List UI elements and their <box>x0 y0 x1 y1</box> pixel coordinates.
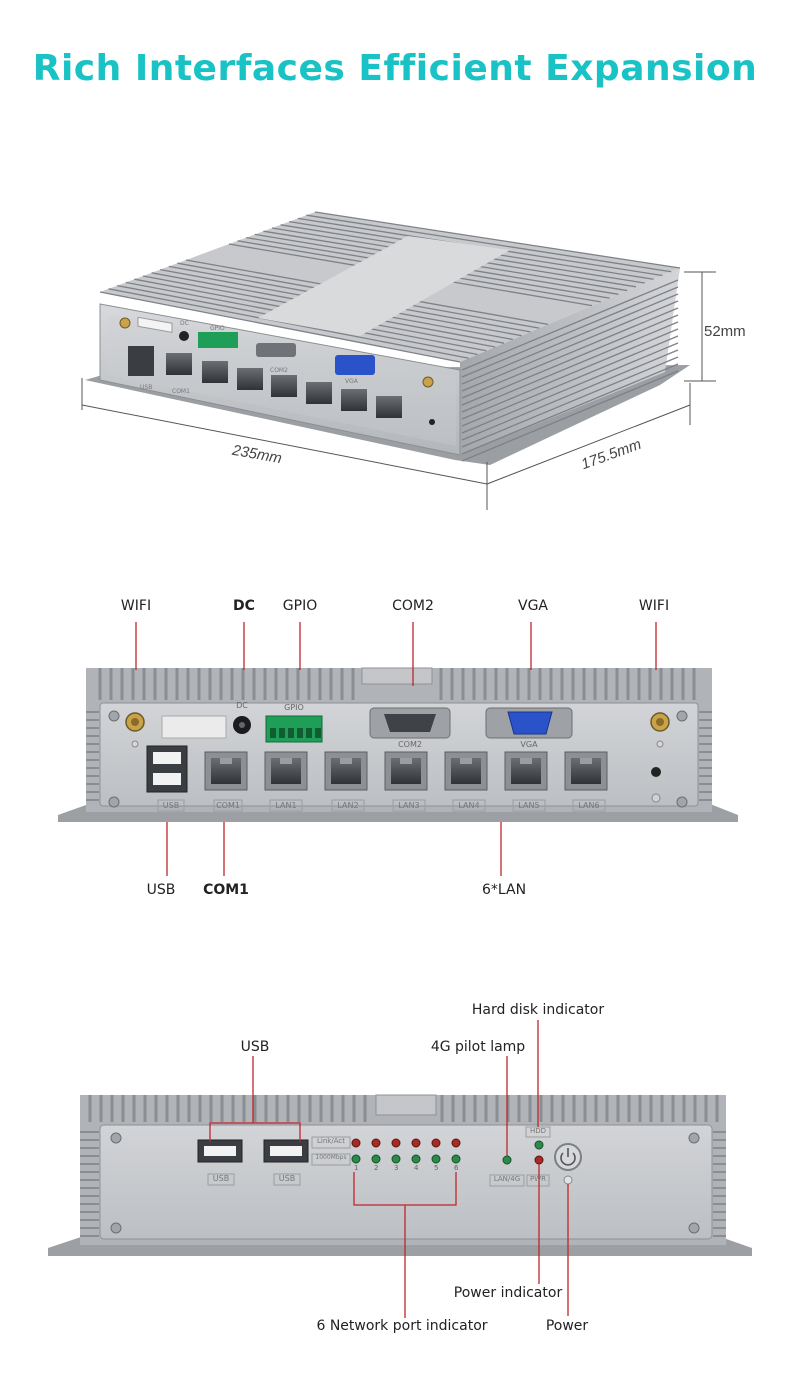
page-title: Rich Interfaces Efficient Expansion <box>32 48 758 89</box>
silk-com1-3d: COM1 <box>172 388 190 395</box>
heatsink-fin <box>306 214 672 273</box>
port-number: 2 <box>374 1164 379 1172</box>
silk-lan4g: LAN/4G <box>493 1175 521 1183</box>
label-power: Power <box>545 1318 589 1334</box>
port-number: 6 <box>454 1164 459 1172</box>
link-led <box>351 1138 361 1148</box>
label-usb-rear: USB <box>240 1039 270 1055</box>
heatsink-fin <box>461 335 679 427</box>
heatsink-fin <box>461 370 679 462</box>
label-com1: COM1 <box>203 882 249 898</box>
silk-lan2: LAN2 <box>337 801 359 810</box>
heatsink-fin <box>461 363 679 455</box>
silk-link-act: Link/Act <box>317 1137 345 1145</box>
link-led <box>451 1138 461 1148</box>
port-number: 1 <box>354 1164 359 1172</box>
label-hdd: Hard disk indicator <box>471 1002 605 1018</box>
silk-usb2: USB <box>278 1174 296 1183</box>
silk-usb: USB <box>162 801 180 810</box>
label-wifi-left: WIFI <box>120 598 152 614</box>
heatsink-fin <box>99 291 461 363</box>
rj45-latch <box>520 758 532 764</box>
silk-usb1: USB <box>212 1174 230 1183</box>
silk-lan6: LAN6 <box>578 801 600 810</box>
heatsink-fin <box>461 321 679 413</box>
label-power-indicator: Power indicator <box>453 1285 563 1301</box>
link-led <box>371 1138 381 1148</box>
port-number: 3 <box>394 1164 399 1172</box>
rj45-latch <box>280 758 292 764</box>
heatsink-fin <box>314 211 681 269</box>
label-dc: DC <box>233 598 255 614</box>
dimension-lines <box>81 271 716 510</box>
silk-gpio-3d: GPIO <box>210 325 225 332</box>
rear-panel <box>48 1020 752 1318</box>
rj45-latch <box>340 758 352 764</box>
dim-height: 52mm <box>704 323 746 340</box>
silk-hdd: HDD <box>529 1127 547 1135</box>
heatsink-fin <box>108 288 469 359</box>
label-com2: COM2 <box>392 598 434 614</box>
silk-pwr: PWR <box>529 1175 547 1183</box>
silk-lan5: LAN5 <box>518 801 540 810</box>
label-gpio: GPIO <box>282 598 318 614</box>
label-6lan: 6*LAN <box>481 882 527 898</box>
heatsink-fin <box>461 300 679 392</box>
silk-com2-3d: COM2 <box>270 367 288 374</box>
silk-lan3: LAN3 <box>398 801 420 810</box>
speed-led <box>351 1154 361 1164</box>
ports-3d <box>119 316 435 425</box>
top-plate <box>258 236 510 336</box>
label-wifi-right: WIFI <box>638 598 670 614</box>
speed-led <box>451 1154 461 1164</box>
silk-dc-3d: DC <box>180 320 189 327</box>
heatsink-fin <box>461 307 679 399</box>
silk-vga: VGA <box>520 740 538 749</box>
heatsink-fin <box>461 356 679 448</box>
label-4g: 4G pilot lamp <box>430 1039 526 1055</box>
speed-led <box>391 1154 401 1164</box>
port-number: 5 <box>434 1164 439 1172</box>
silk-com2: COM2 <box>398 740 422 749</box>
heatsink-fin <box>461 342 679 434</box>
label-net-indicator: 6 Network port indicator <box>316 1318 488 1334</box>
heatsink-fin <box>461 314 679 406</box>
rj45-latch <box>220 758 232 764</box>
link-led <box>431 1138 441 1148</box>
heatsink-fin <box>461 279 679 371</box>
silk-lan1: LAN1 <box>275 801 297 810</box>
speed-led <box>371 1154 381 1164</box>
silk-vga-3d: VGA <box>345 378 359 385</box>
silk-com1: COM1 <box>216 801 240 810</box>
silk-mbps: 1000Mbps <box>315 1154 347 1161</box>
rj45-latch <box>580 758 592 764</box>
port-number: 4 <box>414 1164 419 1172</box>
heatsink-fin <box>461 328 679 420</box>
link-led <box>391 1138 401 1148</box>
front-panel <box>58 622 738 876</box>
heatsink-fin <box>461 349 679 441</box>
silk-lan4: LAN4 <box>458 801 480 810</box>
right-heatsink <box>460 268 680 455</box>
link-led <box>411 1138 421 1148</box>
silk-usb-3d: USB <box>140 384 152 391</box>
label-usb-front: USB <box>146 882 176 898</box>
silk-gpio: GPIO <box>284 703 304 712</box>
label-vga: VGA <box>517 598 549 614</box>
rj45-latch <box>400 758 412 764</box>
heatsink-fin <box>461 293 679 385</box>
rj45-latch <box>460 758 472 764</box>
speed-led <box>411 1154 421 1164</box>
silk-dc: DC <box>236 701 248 710</box>
heatsink-fin <box>461 286 679 378</box>
speed-led <box>431 1154 441 1164</box>
